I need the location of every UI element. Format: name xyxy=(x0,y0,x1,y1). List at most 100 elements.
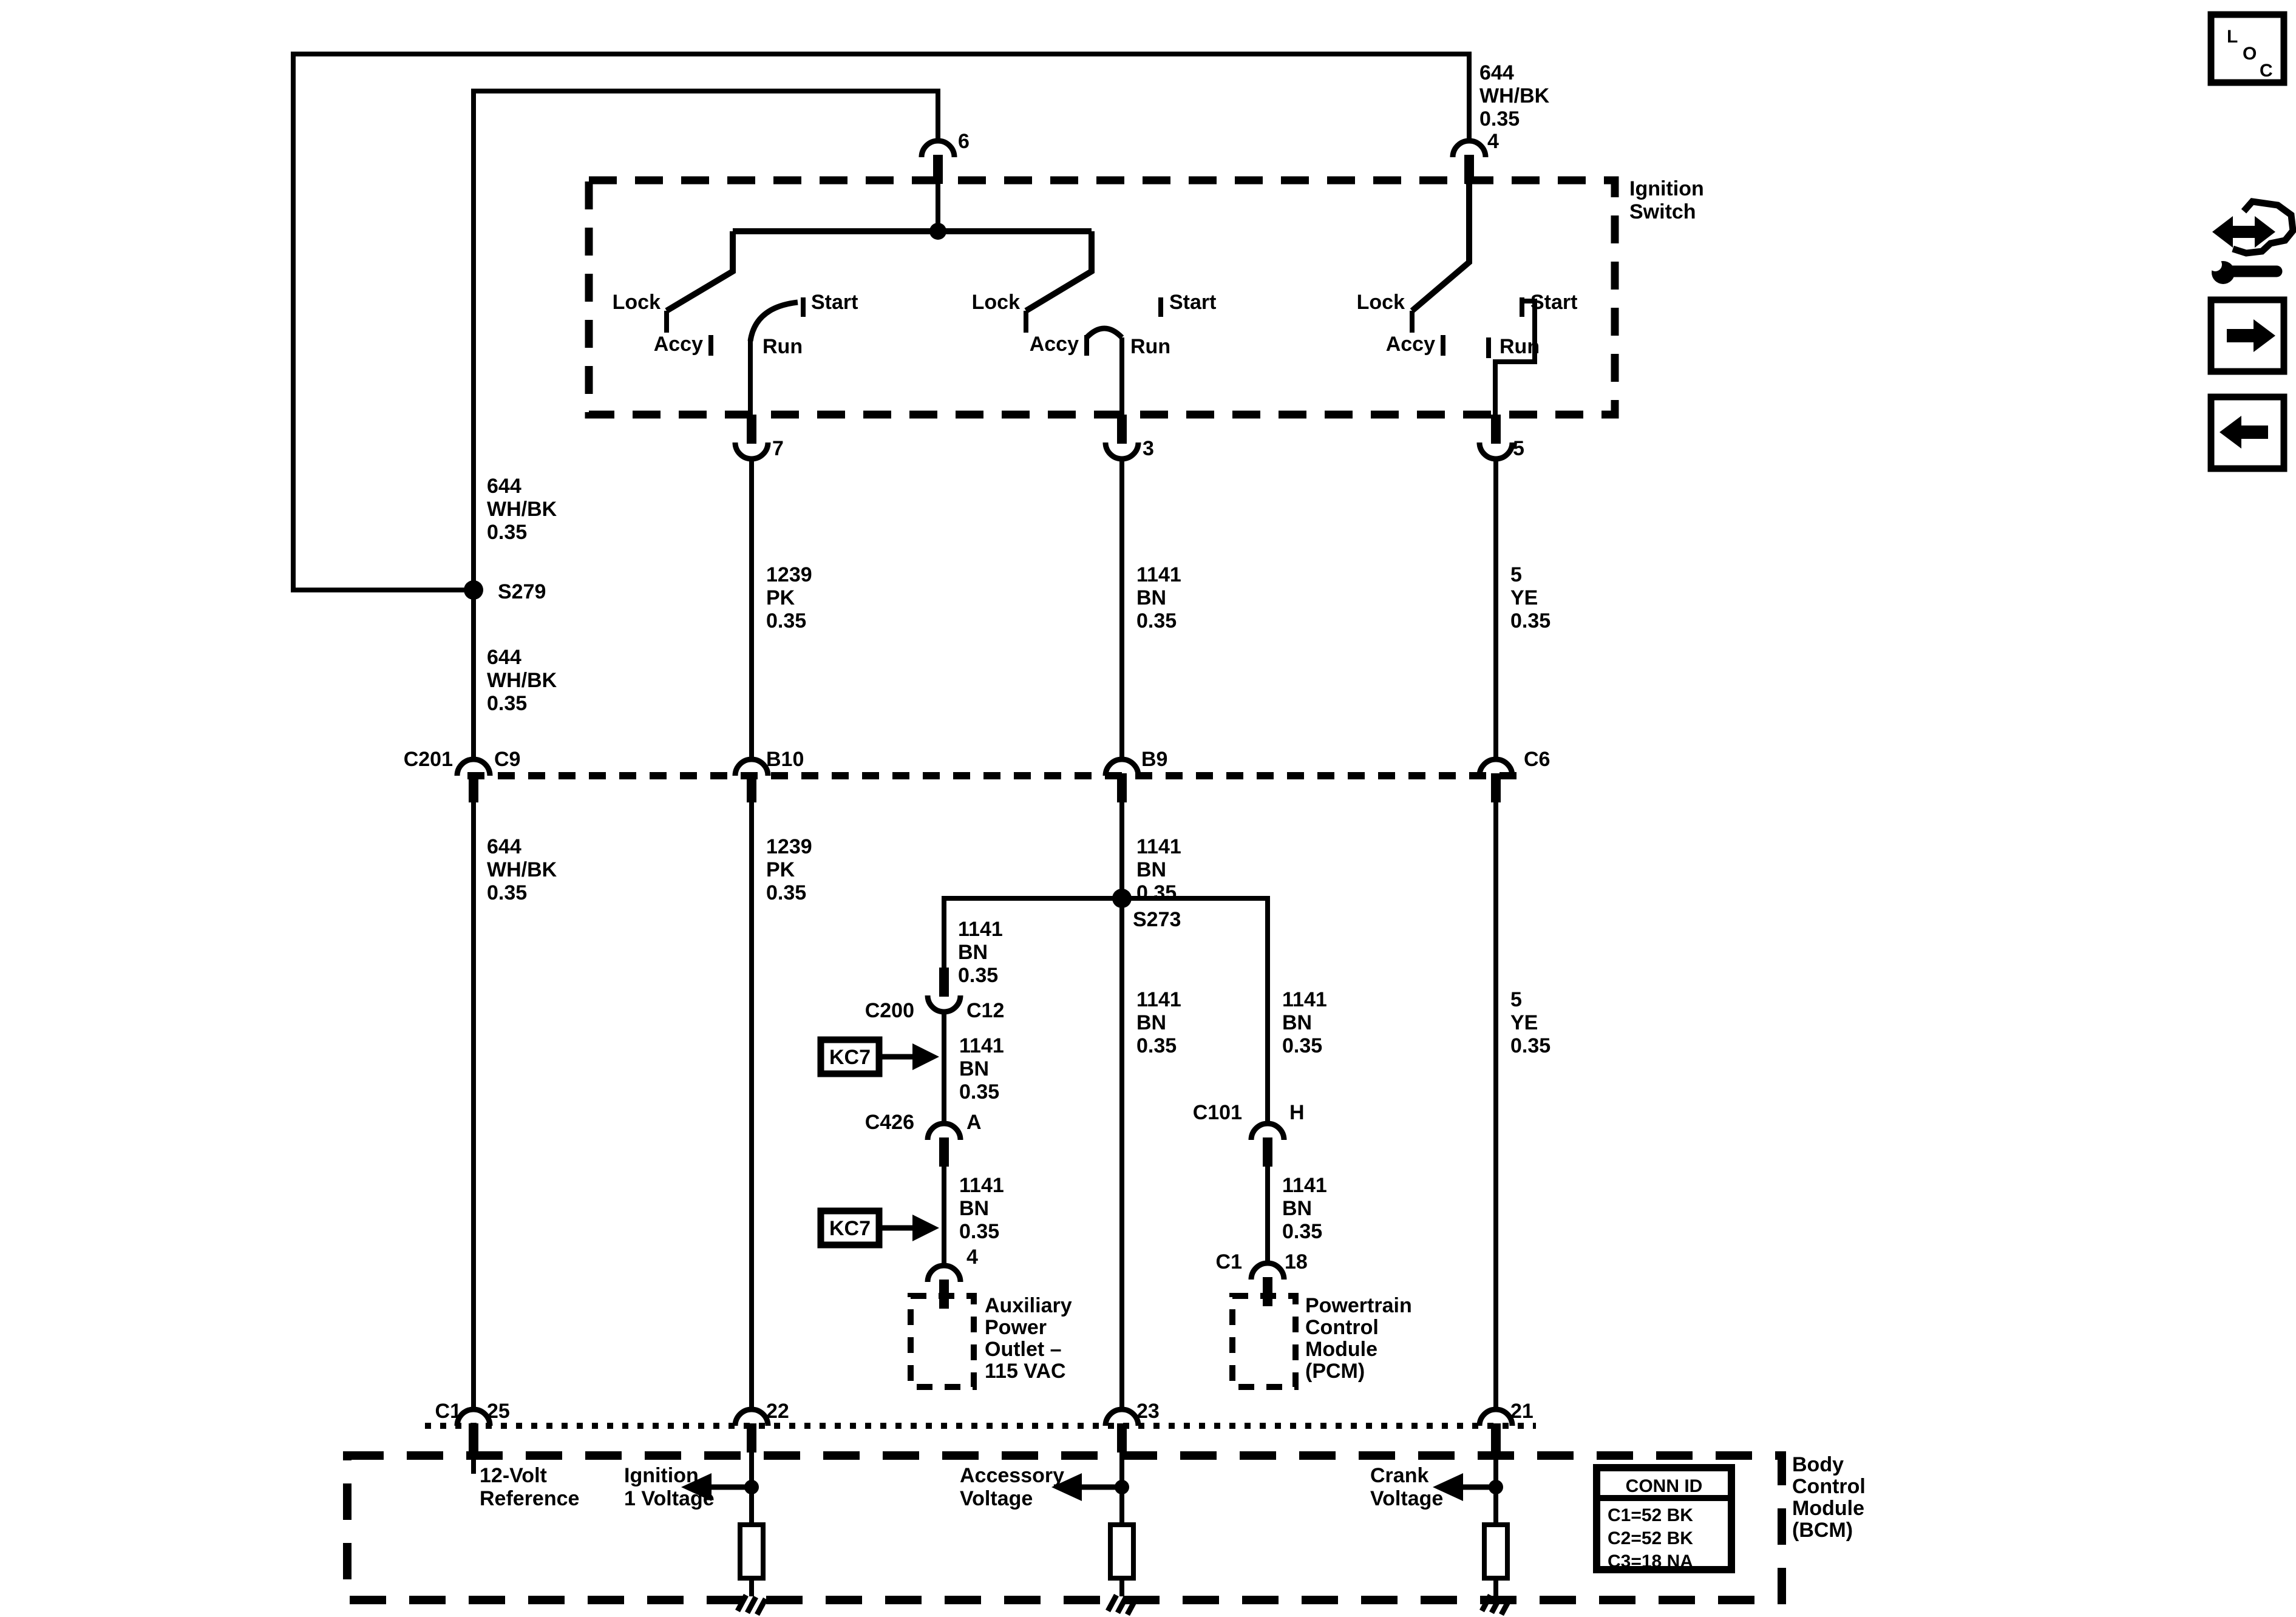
connector-symbols xyxy=(425,138,1536,1453)
svg-text:1141: 1141 xyxy=(1282,1174,1327,1197)
connector-bcm-23 xyxy=(1102,1406,1141,1453)
wire-label-644-below-s279: 644 WH/BK 0.35 xyxy=(487,646,557,715)
svg-text:Accessory: Accessory xyxy=(960,1464,1064,1487)
pcm-c1-label: C1 xyxy=(1216,1250,1242,1273)
b10-label: B10 xyxy=(766,748,804,771)
bcm-box xyxy=(343,1451,1786,1604)
wire-label-1141-aux-branch: 1141 BN 0.35 xyxy=(958,918,1003,987)
ground-symbol xyxy=(735,1593,768,1616)
svg-text:Voltage: Voltage xyxy=(1370,1487,1443,1510)
conn-id-row: C1=52 BK xyxy=(1608,1505,1693,1525)
connector-pin5 xyxy=(1476,415,1515,462)
svg-text:Auxiliary: Auxiliary xyxy=(985,1294,1072,1317)
pcm-pin18-label: 18 xyxy=(1285,1250,1308,1273)
wire-label-644-top: 644 WH/BK 0.35 xyxy=(1479,61,1550,131)
wire-label-1239-upper: 1239 PK 0.35 xyxy=(766,563,812,632)
c101-label: C101 xyxy=(1193,1101,1242,1124)
kc7-reference-2[interactable]: KC7 xyxy=(817,1207,939,1249)
conn-id-row: C2=52 BK xyxy=(1608,1528,1693,1548)
svg-text:Power: Power xyxy=(985,1316,1047,1339)
h-label: H xyxy=(1289,1101,1305,1124)
connector-c201-b9 xyxy=(1102,756,1141,802)
svg-text:5: 5 xyxy=(1510,988,1522,1011)
pos-lock: Lock xyxy=(972,291,1020,314)
svg-text:0.35: 0.35 xyxy=(958,964,998,987)
bcm-pin21-label: 21 xyxy=(1510,1400,1533,1423)
aux-power-outlet-module: Auxiliary Power Outlet – 115 VAC xyxy=(908,1293,1072,1390)
signal-accessory-voltage: Accessory Voltage xyxy=(960,1464,1129,1510)
kc7-arrow-head xyxy=(912,1215,939,1241)
connector-pin3 xyxy=(1102,415,1141,462)
splice-s279-label: S279 xyxy=(498,580,546,603)
prev-page-button[interactable] xyxy=(2207,393,2288,472)
double-arrow-icon xyxy=(2212,216,2275,248)
signal-12v-reference: 12-Volt Reference xyxy=(480,1464,579,1510)
run-start-wiper-arc xyxy=(747,299,798,342)
connector-pin4 xyxy=(1450,138,1489,184)
right-arrow-icon xyxy=(2227,319,2275,352)
start-output xyxy=(1493,299,1537,415)
svg-text:644: 644 xyxy=(487,475,521,498)
connector-c200-c12 xyxy=(925,968,963,1015)
svg-text:BN: BN xyxy=(1282,1011,1312,1034)
svg-text:1239: 1239 xyxy=(766,835,812,858)
service-repair-icon[interactable] xyxy=(2209,198,2296,284)
ignition-switch-gang-2: Lock Start Accy Run xyxy=(972,231,1216,415)
splice-s279-dot xyxy=(464,580,483,600)
svg-text:12-Volt: 12-Volt xyxy=(480,1464,547,1487)
svg-text:0.35: 0.35 xyxy=(959,1220,999,1243)
svg-text:Outlet –: Outlet – xyxy=(985,1338,1062,1361)
svg-text:0.35: 0.35 xyxy=(1136,881,1177,904)
hand-outline xyxy=(2232,198,2296,257)
svg-text:(PCM): (PCM) xyxy=(1305,1360,1365,1383)
svg-text:115 VAC: 115 VAC xyxy=(985,1360,1066,1383)
connector-c1-18 xyxy=(1248,1260,1287,1306)
kc7-reference-1[interactable]: KC7 xyxy=(817,1036,939,1077)
pos-lock: Lock xyxy=(613,291,661,314)
bcm-pin25-label: 25 xyxy=(487,1400,510,1423)
svg-text:0.35: 0.35 xyxy=(487,881,527,904)
svg-text:Ignition: Ignition xyxy=(624,1464,699,1487)
connector-c426-a xyxy=(925,1120,963,1167)
b9-label: B9 xyxy=(1141,748,1167,771)
svg-text:0.35: 0.35 xyxy=(1479,107,1520,131)
svg-text:PK: PK xyxy=(766,586,795,609)
svg-text:644: 644 xyxy=(487,835,521,858)
wiper-arm xyxy=(1410,184,1472,313)
pcm-module: Powertrain Control Module (PCM) xyxy=(1229,1293,1412,1390)
wire-label-1141-upper: 1141 BN 0.35 xyxy=(1136,563,1181,632)
accy-run-bridge-arc xyxy=(1084,325,1124,340)
svg-text:WH/BK: WH/BK xyxy=(487,669,557,692)
svg-text:1141: 1141 xyxy=(1282,988,1327,1011)
pin4-label: 4 xyxy=(1487,130,1499,153)
svg-text:5: 5 xyxy=(1510,563,1522,586)
svg-text:Module: Module xyxy=(1792,1497,1864,1520)
pos-start: Start xyxy=(1169,291,1216,314)
svg-text:644: 644 xyxy=(1479,61,1514,84)
svg-text:0.35: 0.35 xyxy=(487,521,527,544)
svg-text:BN: BN xyxy=(1136,1011,1166,1034)
wiper-arm xyxy=(1024,231,1095,314)
svg-text:BN: BN xyxy=(958,941,988,964)
connector-c101-h xyxy=(1248,1120,1287,1167)
wire-label-1239-below-c201: 1239 PK 0.35 xyxy=(766,835,812,904)
connector-pin6 xyxy=(919,138,957,184)
next-page-button[interactable] xyxy=(2207,296,2288,375)
svg-text:1141: 1141 xyxy=(959,1034,1004,1057)
loc-letter-o: O xyxy=(2243,44,2257,64)
wire-label-1141-pcm-branch: 1141 BN 0.35 xyxy=(1282,988,1327,1057)
wire-label-1141-below-c426: 1141 BN 0.35 xyxy=(959,1174,1004,1243)
svg-text:PK: PK xyxy=(766,858,795,881)
svg-text:0.35: 0.35 xyxy=(1282,1034,1322,1057)
svg-text:1141: 1141 xyxy=(1136,988,1181,1011)
svg-text:WH/BK: WH/BK xyxy=(487,498,557,521)
svg-text:0.35: 0.35 xyxy=(1136,609,1177,632)
resistor-22 xyxy=(735,1522,768,1616)
kc7-label: KC7 xyxy=(829,1046,871,1069)
bcm-c1-label: C1 xyxy=(435,1400,461,1423)
loc-button[interactable]: L O C xyxy=(2207,11,2288,86)
resistor-21 xyxy=(1479,1522,1512,1616)
wrench-notch xyxy=(2209,258,2222,271)
connector-bcm-21 xyxy=(1476,1406,1515,1453)
